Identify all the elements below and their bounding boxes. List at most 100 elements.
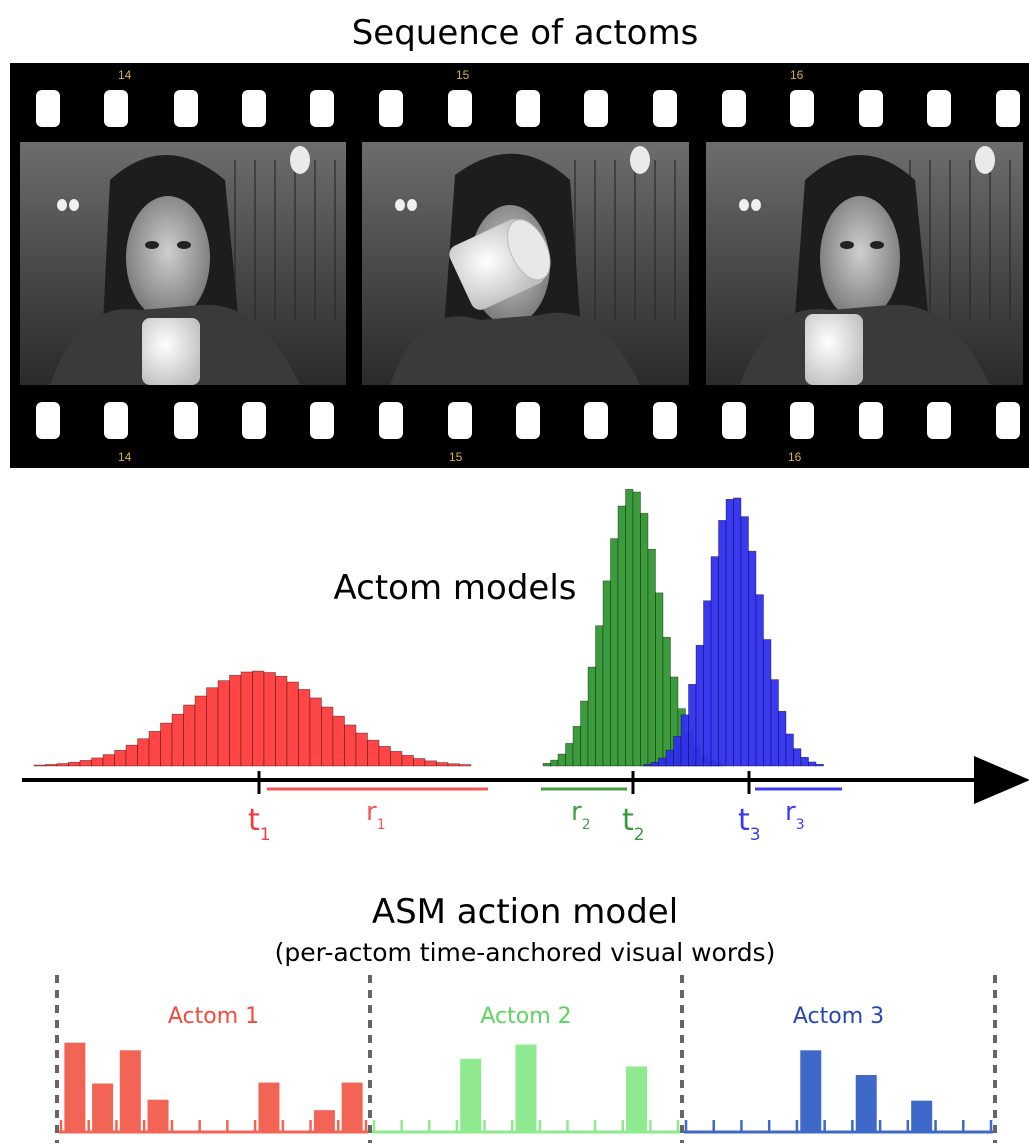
film-frame-1 <box>20 142 346 385</box>
sprocket-hole <box>859 402 883 439</box>
frame-number-top: 16 <box>790 68 804 82</box>
actom-histograms <box>33 489 824 767</box>
sprocket-hole <box>927 402 951 439</box>
asm-bar <box>313 1110 335 1132</box>
histogram-bar-actom-1 <box>229 674 242 767</box>
sprocket-hole <box>584 90 608 127</box>
sprocket-hole <box>722 402 746 439</box>
asm-bar <box>64 1042 86 1132</box>
histogram-bar-actom-1 <box>102 754 115 767</box>
sprocket-hole <box>242 402 266 439</box>
histogram-bar-actom-3 <box>778 711 787 767</box>
histogram-bar-actom-1 <box>390 751 403 767</box>
histogram-bar-actom-1 <box>79 760 92 767</box>
histogram-bar-actom-1 <box>160 722 173 767</box>
histogram-bar-actom-2 <box>595 625 604 767</box>
asm-bar <box>147 1099 169 1132</box>
asm-bar <box>341 1082 363 1132</box>
histogram-bar-actom-3 <box>770 679 779 767</box>
actom-label: Actom 3 <box>793 1004 884 1029</box>
histogram-bar-actom-3 <box>643 764 652 767</box>
sprocket-hole <box>516 402 540 439</box>
histogram-bar-actom-2 <box>647 548 656 767</box>
histogram-bar-actom-3 <box>800 756 809 767</box>
sprocket-hole <box>379 90 403 127</box>
asm-bar <box>119 1050 141 1132</box>
histogram-bar-actom-3 <box>785 733 794 767</box>
film-strip: 14 15 16 14 15 16 <box>10 63 1029 468</box>
sprocket-hole <box>379 402 403 439</box>
sprocket-hole <box>516 90 540 127</box>
histogram-bar-actom-1 <box>424 760 437 767</box>
asm-bar <box>911 1100 933 1132</box>
histogram-bar-actom-2 <box>610 538 619 767</box>
histogram-bar-actom-1 <box>459 764 472 767</box>
r1-label: r1 <box>366 797 386 833</box>
histogram-bar-actom-1 <box>45 764 58 767</box>
histogram-bar-actom-2 <box>580 700 589 767</box>
histogram-bar-actom-3 <box>688 684 697 767</box>
asm-bar <box>855 1075 877 1132</box>
histogram-bar-actom-3 <box>710 556 719 767</box>
sprocket-hole <box>653 402 677 439</box>
sprocket-hole <box>242 90 266 127</box>
histogram-bar-actom-2 <box>640 513 649 767</box>
sprocket-hole <box>584 402 608 439</box>
histogram-bar-actom-3 <box>763 639 772 767</box>
histogram-bar-actom-1 <box>33 764 46 767</box>
t2-label: t2 <box>622 803 645 845</box>
histogram-bar-actom-3 <box>680 714 689 767</box>
histogram-bar-actom-1 <box>263 672 276 767</box>
sprocket-hole <box>104 402 128 439</box>
asm-title: ASM action model <box>372 892 678 932</box>
histogram-bar-actom-3 <box>815 763 824 767</box>
histogram-bar-actom-3 <box>733 497 742 767</box>
histogram-bar-actom-1 <box>344 724 357 767</box>
histogram-bar-actom-3 <box>703 600 712 767</box>
histogram-bar-actom-2 <box>662 636 671 767</box>
film-frame-2 <box>362 142 689 385</box>
sprocket-holes <box>36 90 1020 439</box>
frame-number-top: 15 <box>456 68 470 82</box>
histogram-bar-actom-2 <box>655 592 664 767</box>
histogram-bar-actom-2 <box>542 763 551 767</box>
histogram-bar-actom-1 <box>413 758 426 767</box>
sprocket-hole <box>448 90 472 127</box>
histogram-bar-actom-1 <box>148 731 161 767</box>
histogram-bar-actom-1 <box>206 687 219 767</box>
histogram-bar-actom-2 <box>565 743 574 767</box>
histogram-bar-actom-1 <box>56 763 69 767</box>
histogram-bar-actom-1 <box>137 738 150 767</box>
histogram-bar-actom-3 <box>665 749 674 767</box>
histogram-bar-actom-3 <box>755 594 764 767</box>
histogram-bar-actom-3 <box>740 516 749 767</box>
histogram-bar-actom-1 <box>298 689 311 767</box>
histogram-bar-actom-1 <box>114 750 127 767</box>
histogram-bar-actom-1 <box>91 757 104 767</box>
frame-number-bottom: 16 <box>788 450 802 464</box>
histogram-bar-actom-1 <box>447 763 460 767</box>
asm-bar <box>92 1083 114 1132</box>
t1-label: t1 <box>248 803 271 845</box>
asm-bar <box>800 1050 822 1132</box>
histogram-bar-actom-2 <box>587 666 596 767</box>
histogram-bar-actom-1 <box>401 755 414 767</box>
r3-label: r3 <box>785 797 805 833</box>
histogram-bar-actom-3 <box>650 762 659 767</box>
histogram-bar-actom-2 <box>602 580 611 767</box>
sprocket-hole <box>104 90 128 127</box>
frame-number-top: 14 <box>118 68 132 82</box>
histogram-bar-actom-1 <box>321 706 334 767</box>
sprocket-hole <box>927 90 951 127</box>
sprocket-hole <box>790 402 814 439</box>
r2-label: r2 <box>571 797 591 833</box>
sprocket-hole <box>36 402 60 439</box>
histogram-bar-actom-1 <box>367 739 380 767</box>
sprocket-hole <box>448 402 472 439</box>
frame-number-bottom: 14 <box>118 450 132 464</box>
histogram-bar-actom-2 <box>557 753 566 767</box>
actom-label: Actom 2 <box>480 1004 571 1029</box>
histogram-bar-actom-1 <box>194 695 207 767</box>
histogram-bar-actom-1 <box>378 746 391 767</box>
